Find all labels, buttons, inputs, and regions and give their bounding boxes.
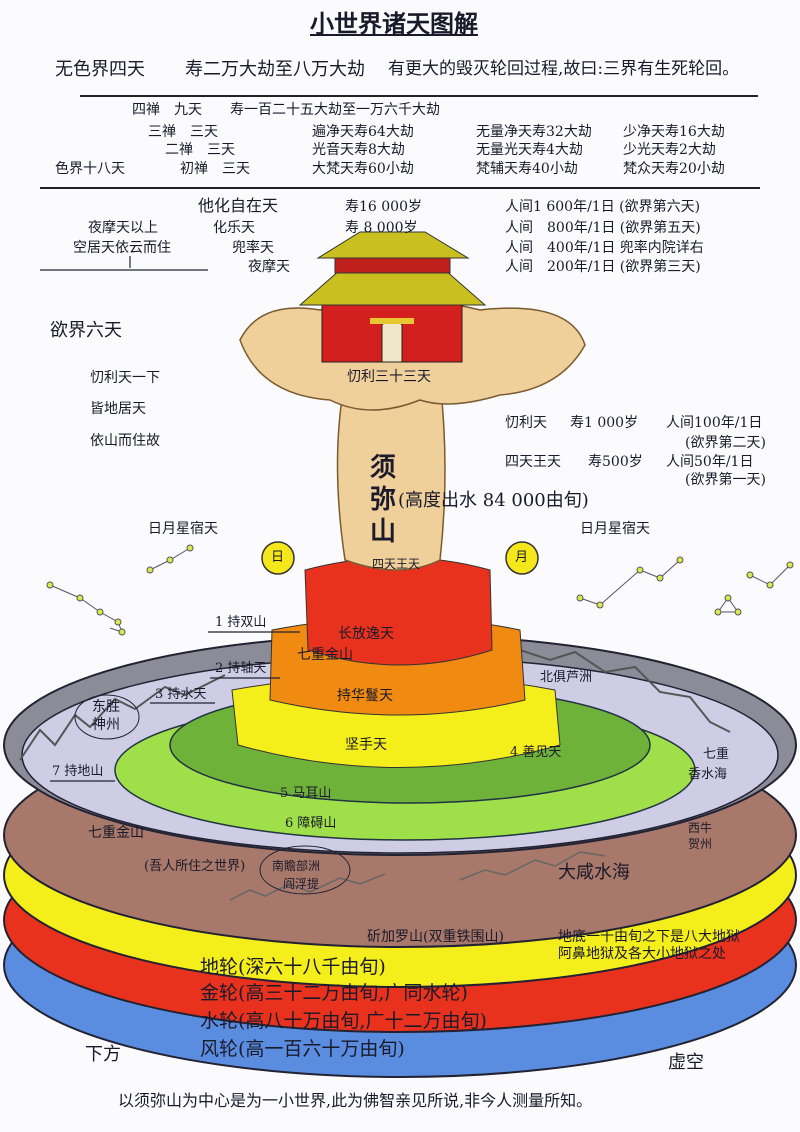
mountain-label: 5 马耳山 xyxy=(280,786,332,801)
heaven-name: 他化自在天 xyxy=(198,196,279,215)
hell-note: 地底一千由旬之下是八大地狱 xyxy=(558,929,740,945)
heaven: 梵辅天寿40小劫 xyxy=(476,161,578,177)
heaven-human: 人间50年/1日 xyxy=(666,454,754,470)
west-continent: 贺州 xyxy=(688,837,713,851)
tier-label: 长放逸天 xyxy=(338,626,394,642)
heaven: 梵众天寿20小劫 xyxy=(623,161,725,177)
tier-label: 持华鬘天 xyxy=(337,688,393,704)
gold-wheel-label: 金轮(高三十二万由旬,广同水轮) xyxy=(200,982,468,1004)
moon-label: 月 xyxy=(515,550,529,565)
dhyana-3: 三禅 三天 xyxy=(148,124,218,140)
south-continent: 南瞻部洲 xyxy=(272,859,321,873)
south-continent-oval xyxy=(259,845,351,895)
seven-gold-mountains-label: 七重金山 xyxy=(88,825,144,841)
heaven-life: 寿500岁 xyxy=(588,454,643,470)
sumeru-label: 弥 xyxy=(370,485,397,515)
heaven-name: 化乐天 xyxy=(213,220,255,236)
heaven-life: 寿 8 000岁 xyxy=(345,220,418,236)
heaven-human: 人间100年/1日 xyxy=(666,415,763,431)
heaven-note: (欲界第二天) xyxy=(685,435,766,451)
heaven-human: 人间 400年/1日 兜率内院详右 xyxy=(505,240,704,256)
mountain-label: 7 持地山 xyxy=(52,764,104,779)
sky-dwelling-note: 夜摩天以上 xyxy=(88,220,158,236)
sun-label: 日 xyxy=(271,550,285,565)
formless-note: 有更大的毁灭轮回过程,故曰:三界有生死轮回。 xyxy=(388,59,740,79)
west-continent: 西牛 xyxy=(688,821,713,835)
dhyana-1: 初禅 三天 xyxy=(180,161,250,177)
summit-label: 忉利三十三天 xyxy=(347,369,431,385)
salt-sea-label: 大咸水海 xyxy=(558,862,630,883)
sumeru-label: 须 xyxy=(370,453,397,483)
sumeru-height: (高度出水 84 000由旬) xyxy=(398,490,589,511)
heaven-name: 忉利天 xyxy=(505,415,547,431)
fragrant-sea-label: 香水海 xyxy=(688,767,728,782)
tier-label: 七重金山 xyxy=(297,647,353,663)
heaven-human: 人间 800年/1日 (欲界第五天) xyxy=(505,220,701,236)
tier-label: 坚手天 xyxy=(345,737,387,753)
heaven-human: 人间 200年/1日 (欲界第三天) xyxy=(505,259,701,275)
hell-note: 阿鼻地狱及各大小地狱之处 xyxy=(558,946,726,962)
formless-label: 无色界四天 xyxy=(55,59,145,80)
inner-mountain-peaks xyxy=(229,851,606,901)
below-label: 下方 xyxy=(85,1044,121,1065)
dhyana-2: 二禅 三天 xyxy=(165,142,235,158)
mountain-label: 6 障碍山 xyxy=(285,816,337,831)
outer-mountain-peaks xyxy=(19,649,731,761)
sumeru-trunk xyxy=(336,379,446,571)
dhyana-4-life: 寿一百二十五大劫至一万六千大劫 xyxy=(230,102,440,118)
earth-dwelling-note: 皆地居天 xyxy=(90,401,146,417)
north-continent: 北俱芦洲 xyxy=(540,670,593,685)
divider xyxy=(80,95,758,97)
sun-icon xyxy=(261,541,295,575)
east-continent-oval xyxy=(74,694,140,740)
sky-dwelling-note: 空居天依云而住 xyxy=(73,240,171,256)
heaven-name: 兜率天 xyxy=(232,240,274,256)
palace-icon xyxy=(298,231,487,363)
iron-mountain-label: 斫加罗山(双重铁围山) xyxy=(367,929,504,945)
earth-dwelling-note: 忉利天一下 xyxy=(90,370,160,386)
heaven-life: 寿1 000岁 xyxy=(570,415,639,431)
moon-icon xyxy=(505,541,539,575)
heaven: 少净天寿16大劫 xyxy=(623,124,725,140)
page-title: 小世界诸天图解 xyxy=(310,10,478,38)
desire-realm-label: 欲界六天 xyxy=(50,320,122,341)
water-wheel-label: 水轮(高八十万由旬,广十二万由旬) xyxy=(200,1010,487,1032)
earth-dwelling-note: 依山而住故 xyxy=(90,433,160,449)
south-continent-note: (吾人所住之世界) xyxy=(144,859,246,874)
heaven-name: 夜摩天 xyxy=(248,259,290,275)
leader-lines xyxy=(40,256,300,782)
form-realm-label: 色界十八天 xyxy=(55,161,125,177)
east-continent: 神州 xyxy=(92,717,120,733)
heaven: 无量光天寿4大劫 xyxy=(476,142,583,158)
four-kings-label: 四天王天 xyxy=(372,557,421,571)
constellation-icons xyxy=(46,544,794,636)
wind-wheel-label: 风轮(高一百六十万由旬) xyxy=(200,1038,405,1060)
sun-moon-heaven-label: 日月星宿天 xyxy=(580,521,650,537)
mountain-label: 3 持水天 xyxy=(155,687,207,702)
mountain-label: 4 善见天 xyxy=(510,745,562,760)
dhyana-4: 四禅 九天 xyxy=(132,102,202,118)
mountain-label: 1 持双山 xyxy=(215,615,267,630)
heaven-life: 寿16 000岁 xyxy=(345,199,422,215)
fragrant-sea-label: 七重 xyxy=(703,747,730,762)
divider xyxy=(40,187,760,189)
heaven: 少光天寿2大劫 xyxy=(623,142,716,158)
east-continent: 东胜 xyxy=(92,699,120,715)
void-label: 虚空 xyxy=(668,1052,704,1073)
footer-caption: 以须弥山为中心是为一小世界,此为佛智亲见所说,非今人测量所知。 xyxy=(118,1091,593,1110)
heaven: 遍净天寿64大劫 xyxy=(312,124,414,140)
heaven-name: 四天王天 xyxy=(505,454,561,470)
heaven: 光音天寿8大劫 xyxy=(312,142,405,158)
heaven-human: 人间1 600年/1日 (欲界第六天) xyxy=(505,199,701,215)
heaven: 大梵天寿60小劫 xyxy=(312,161,414,177)
heaven-note: (欲界第一天) xyxy=(685,472,766,488)
earth-wheel-label: 地轮(深六十八千由旬) xyxy=(200,956,386,978)
sumeru-label: 山 xyxy=(370,517,397,547)
mountain-label: 2 持轴天 xyxy=(215,661,267,676)
sun-moon-heaven-label: 日月星宿天 xyxy=(148,521,218,537)
heaven: 无量净天寿32大劫 xyxy=(476,124,592,140)
formless-life: 寿二万大劫至八万大劫 xyxy=(185,59,365,80)
south-continent: 阎浮提 xyxy=(283,877,320,891)
